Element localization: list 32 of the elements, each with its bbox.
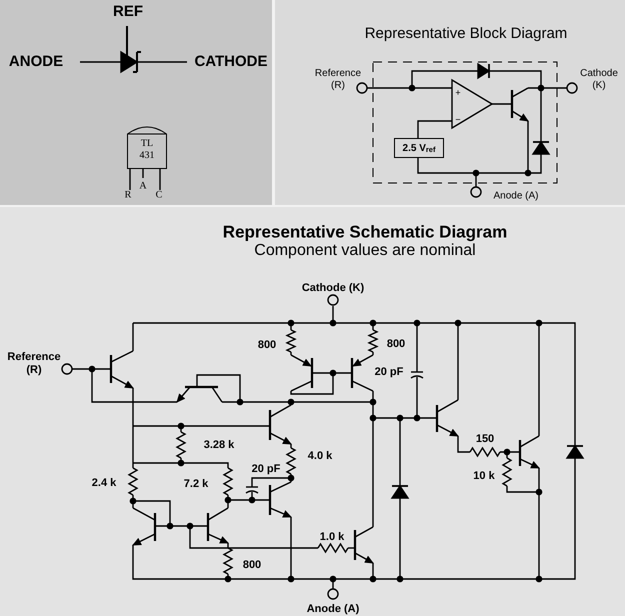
transistor-package [127,124,167,169]
text-label: REF [113,2,143,22]
text-label: Representative Block Diagram [364,24,568,44]
text-label: 800 [242,558,262,573]
diagram-title: Representative Schematic Diagram [222,221,508,243]
part-number: TL 431 [138,138,156,162]
reference-box: 2.5 V$_{ref}$ [394,138,444,158]
text-label: Reference (R) [6,351,62,377]
text-label: 7.2 k [184,476,208,492]
text-label: + [455,86,461,100]
text-label: 2.4 k [92,476,116,491]
text-label: Component values are nominal [254,242,476,261]
text-label: ANODE [8,52,64,72]
text-label: Cathode (K) [302,280,364,296]
text-label: Reference (R) [314,68,362,92]
text-label: 20 pF [252,462,280,477]
text-label: R [124,188,132,202]
text-label: CATHODE [194,52,268,72]
text-label: 1.0 k [320,530,344,545]
text-label: A [139,180,147,194]
text-label: 800 [258,338,276,353]
text-label: Anode (A) [493,190,539,204]
text-label: Anode (A) [306,602,360,616]
text-label: 3.28 k [204,438,234,453]
text-label: 10 k [473,468,495,484]
text-label: 150 [476,432,494,447]
text-label: 800 [386,336,406,352]
text-label: − [455,113,461,126]
text-label: Cathode (K) [579,68,619,92]
text-label: 4.0 k [308,448,332,464]
text-label: C [156,188,162,202]
text-label: 20 pF [374,364,404,380]
